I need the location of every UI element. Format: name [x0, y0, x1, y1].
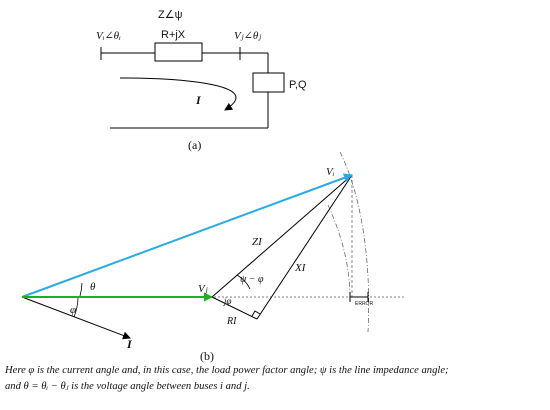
phasor-diagram: ERROR Vᵢ Vⱼ ZI XI RI ψ − φ jφ θ φ I (b)	[21, 151, 405, 363]
error-label: ERROR	[355, 301, 373, 307]
xi-line	[256, 174, 353, 320]
right-angle-mark	[251, 310, 261, 317]
impedance-value: R+jX	[161, 29, 186, 41]
impedance-box	[154, 42, 203, 62]
theta-arc	[79, 282, 83, 297]
panel-b-label: (b)	[200, 349, 214, 363]
zi-label: ZI	[252, 236, 263, 248]
vi-phasor	[21, 173, 353, 298]
vi-label: Vᵢ	[326, 166, 335, 178]
load-box	[252, 72, 285, 93]
current-label-b: I	[126, 337, 133, 351]
vj-label: Vⱼ	[198, 283, 208, 295]
xi-label: XI	[294, 262, 307, 274]
ri-label: RI	[226, 316, 237, 327]
psi-minus-phi-label: ψ − φ	[240, 274, 264, 285]
circuit-diagram: Z∠ψ Vᵢ∠θᵢ Vⱼ∠θⱼ R+jX P,Q I (a)	[96, 9, 307, 152]
error-arc-inner	[327, 204, 351, 301]
vi-bus-label: Vᵢ∠θᵢ	[96, 30, 121, 42]
panel-a-label: (a)	[188, 138, 201, 152]
phi-label: φ	[70, 304, 76, 316]
zi-line	[211, 174, 353, 298]
psi-minus-phi-arc	[236, 274, 251, 290]
impedance-label: Z∠ψ	[158, 9, 183, 21]
current-flow-arrow	[119, 77, 237, 111]
ri-line	[211, 296, 258, 320]
figure-caption: Here φ is the current angle and, in this…	[5, 363, 549, 395]
caption-line-1: Here φ is the current angle and, in this…	[5, 365, 449, 376]
current-phasor	[21, 296, 131, 340]
caption-line-2: and θ = θᵢ − θⱼ is the voltage angle bet…	[5, 381, 250, 392]
load-label: P,Q	[289, 79, 307, 91]
vj-bus-label: Vⱼ∠θⱼ	[234, 30, 261, 42]
jphi-label: jφ	[223, 296, 232, 306]
current-label-a: I	[195, 93, 202, 107]
theta-label: θ	[90, 281, 96, 293]
